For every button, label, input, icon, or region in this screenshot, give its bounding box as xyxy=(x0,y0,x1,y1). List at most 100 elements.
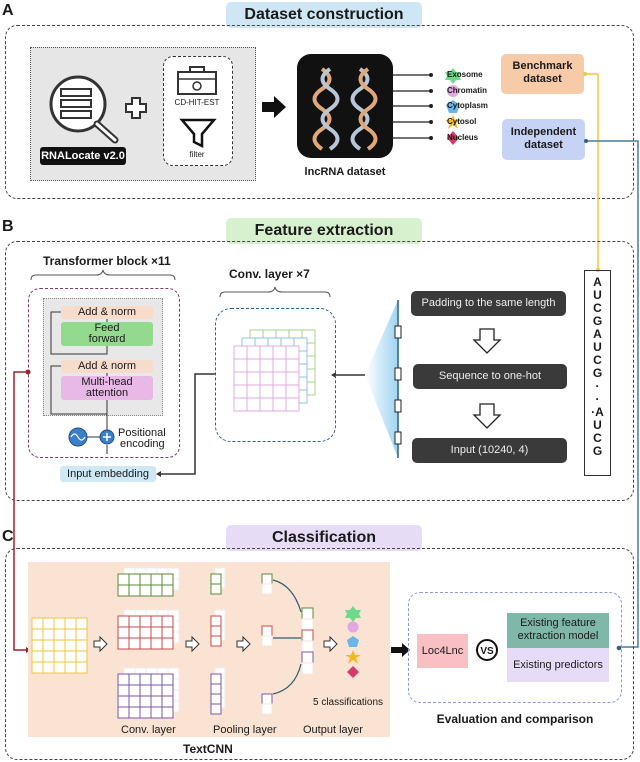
output-cell xyxy=(301,618,314,631)
benchmark-line1: Benchmark xyxy=(512,60,573,72)
pooling-layer-caption: Pooling layer xyxy=(213,724,277,736)
conv-map xyxy=(117,673,174,719)
pooled-value xyxy=(261,625,273,637)
input-matrix xyxy=(31,617,88,674)
arrow-right-icon xyxy=(236,635,251,653)
plus-icon xyxy=(125,97,147,119)
benchmark-line2: dataset xyxy=(523,73,562,85)
location-list: Exosome Chromatin Cytoplasm Cytosol Nucl… xyxy=(447,67,488,146)
step-one-hot: Sequence to one-hot xyxy=(413,364,567,389)
filter-icon xyxy=(179,118,217,149)
circle-icon xyxy=(347,621,359,633)
evaluation-label: Evaluation and comparison xyxy=(436,712,594,726)
arrow-right-icon xyxy=(185,635,200,653)
textcnn-diagram xyxy=(31,567,361,719)
panel-b-frame xyxy=(5,241,634,501)
five-classifications-label: 5 classifications xyxy=(313,697,384,708)
step-input-shape: Input (10240, 4) xyxy=(412,438,567,463)
sequence-letter: G xyxy=(592,444,603,458)
sequence-letter: U xyxy=(593,340,602,354)
sequence-letter: · xyxy=(595,379,600,393)
sequence-letter: · xyxy=(595,392,600,406)
output-cell xyxy=(301,640,314,653)
feature-map-stack-icon xyxy=(233,329,316,412)
existing-feature-line2: extraction model xyxy=(517,630,599,642)
conv-map xyxy=(117,573,174,597)
attention-line1: Multi-head xyxy=(81,376,133,388)
sequence-letter: C xyxy=(593,301,602,315)
independent-dataset-box: Independent dataset xyxy=(502,119,585,160)
connection-arrow xyxy=(272,579,302,613)
star5-icon xyxy=(445,115,461,129)
evaluation-box xyxy=(408,592,622,703)
panel-b-letter: B xyxy=(2,218,14,235)
location-connectors xyxy=(393,73,433,140)
pentagon-icon xyxy=(347,636,359,647)
dataset-construction-title: Dataset construction xyxy=(226,2,422,28)
conv-layer-caption: Conv. layer xyxy=(121,724,176,736)
classification-title: Classification xyxy=(226,525,422,551)
sequence-letter: C xyxy=(593,353,602,367)
add-norm-bottom: Add & norm xyxy=(61,360,153,373)
input-embedding-box: Input embedding xyxy=(60,466,156,482)
connector-dot xyxy=(616,645,622,651)
feature-extraction-title: Feature extraction xyxy=(226,218,422,244)
location-icons xyxy=(445,68,461,145)
output-cell xyxy=(301,607,314,620)
rnalocate-badge: RNALocate v2.0 xyxy=(40,147,126,165)
arrow-down-icon xyxy=(472,403,502,429)
pooled-value xyxy=(261,693,273,705)
connection-arrow xyxy=(272,663,302,695)
sequence-letter: G xyxy=(592,314,603,328)
cd-hit-est-label: CD-HIT-EST xyxy=(174,98,220,107)
input-projection xyxy=(365,300,402,458)
sequence-letter: A xyxy=(593,275,602,289)
arrow-right-icon xyxy=(323,635,338,653)
pentagon-icon xyxy=(446,100,460,113)
output-cell xyxy=(301,629,314,642)
benchmark-dataset-box: Benchmark dataset xyxy=(501,54,584,94)
sequence-letter: ·A xyxy=(591,405,604,419)
arrow-down-icon xyxy=(472,328,502,354)
diamond-icon xyxy=(447,131,459,145)
pooled-empty xyxy=(261,635,273,647)
step-padding: Padding to the same length xyxy=(411,291,566,316)
diamond-icon xyxy=(347,666,359,678)
panel-a-letter: A xyxy=(2,2,14,19)
filter-label: filter xyxy=(189,150,205,159)
textcnn-label: TextCNN xyxy=(183,742,233,756)
conv-brace xyxy=(219,286,331,298)
pool-map xyxy=(210,615,222,647)
positional-line2: encoding xyxy=(120,438,165,450)
sequence-letter: U xyxy=(593,418,602,432)
pooled-value xyxy=(261,573,273,585)
positional-encoding-label: Positional encoding xyxy=(118,428,166,450)
pool-map xyxy=(210,673,222,715)
existing-feature-line1: Existing feature xyxy=(520,617,596,629)
location-chromatin: Chromatin xyxy=(447,85,487,95)
location-exosome: Exosome xyxy=(447,70,483,79)
pool-map xyxy=(210,573,222,595)
transformer-label: Transformer block ×11 xyxy=(43,254,171,268)
transformer-brace xyxy=(30,269,176,281)
location-cytoplasm: Cytoplasm xyxy=(447,101,488,111)
location-nucleus: Nucleus xyxy=(447,132,479,142)
pooled-empty xyxy=(261,703,273,715)
arrow-right-icon xyxy=(93,635,108,653)
output-cell xyxy=(301,662,314,675)
database-search-icon xyxy=(49,75,119,144)
arrow-right-icon xyxy=(262,96,286,118)
panel-c-frame xyxy=(5,548,634,760)
independent-line1: Independent xyxy=(510,126,577,138)
feature-map-pink xyxy=(233,345,300,412)
sequence-letter: A xyxy=(593,327,602,341)
toolbox-icon xyxy=(177,66,217,95)
output-cell xyxy=(301,651,314,664)
panel-a-frame xyxy=(5,25,634,199)
star6-icon xyxy=(345,606,361,622)
existing-predictors-box: Existing predictors xyxy=(507,648,609,682)
star5-icon xyxy=(345,650,361,664)
